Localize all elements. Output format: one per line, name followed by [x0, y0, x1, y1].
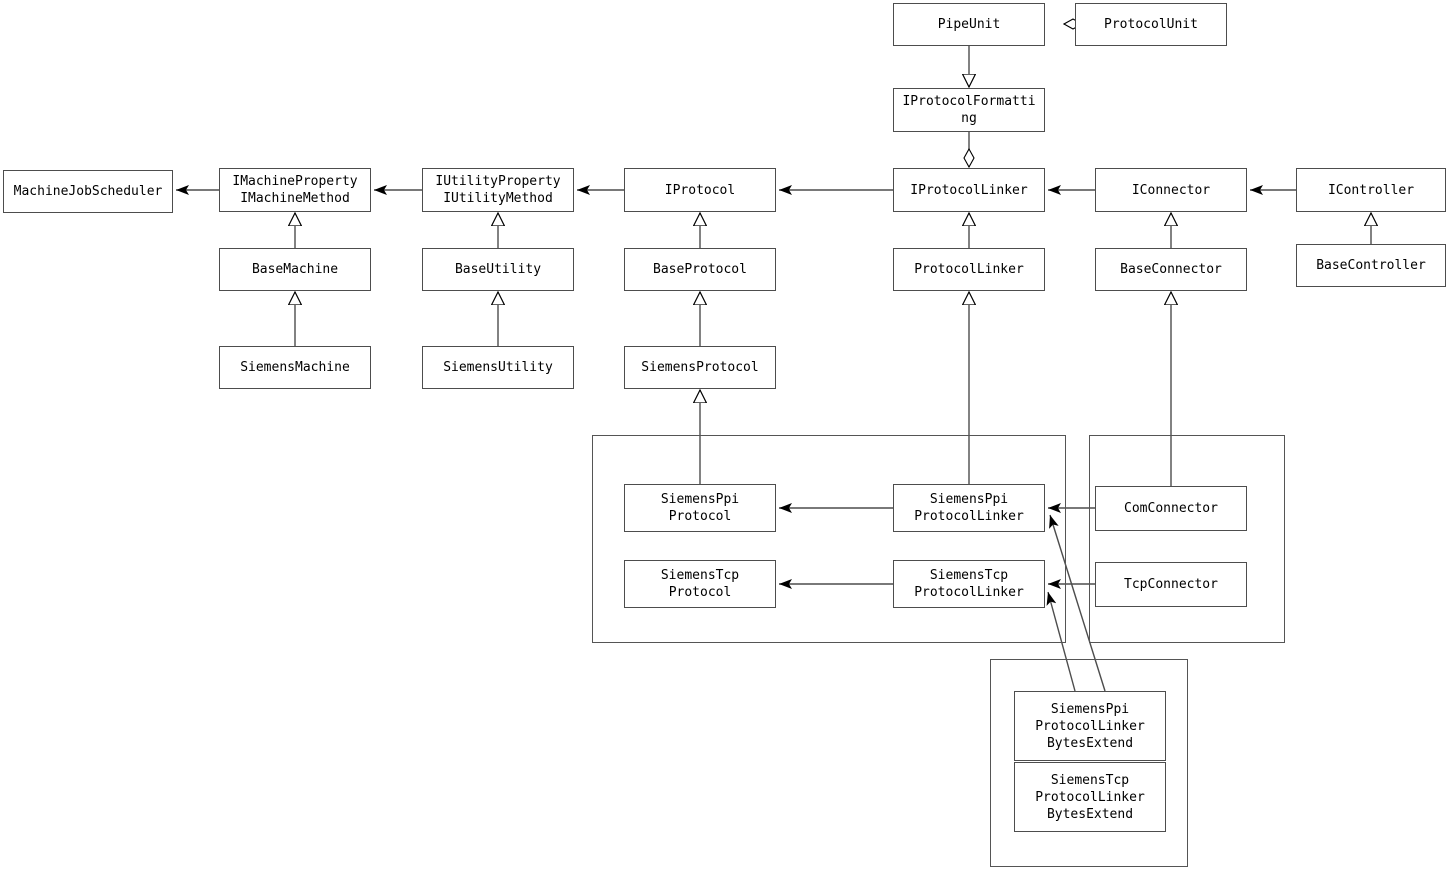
class-box-base-controller[interactable]: BaseController: [1296, 244, 1446, 287]
group-protocol-implementations: [592, 435, 1066, 643]
class-box-siemens-tcp-protocol[interactable]: SiemensTcp Protocol: [624, 560, 776, 608]
group-connector-implementations: [1089, 435, 1285, 643]
class-box-siemens-tcp-protocol-linker[interactable]: SiemensTcp ProtocolLinker: [893, 560, 1045, 608]
class-box-tcp-connector[interactable]: TcpConnector: [1095, 562, 1247, 607]
class-box-iprotocol-linker[interactable]: IProtocolLinker: [893, 168, 1045, 212]
class-box-siemens-ppi-protocol-linker-bytes-extend[interactable]: SiemensPpi ProtocolLinker BytesExtend: [1014, 691, 1166, 761]
class-box-pipe-unit[interactable]: PipeUnit: [893, 3, 1045, 46]
class-box-protocol-unit[interactable]: ProtocolUnit: [1075, 3, 1227, 46]
class-box-iutility-property[interactable]: IUtilityProperty IUtilityMethod: [422, 168, 574, 212]
class-box-base-connector[interactable]: BaseConnector: [1095, 248, 1247, 291]
class-box-iprotocol-formatting[interactable]: IProtocolFormatti ng: [893, 88, 1045, 132]
class-box-protocol-linker[interactable]: ProtocolLinker: [893, 248, 1045, 291]
class-box-base-protocol[interactable]: BaseProtocol: [624, 248, 776, 291]
class-box-base-machine[interactable]: BaseMachine: [219, 248, 371, 291]
class-box-machine-job-scheduler[interactable]: MachineJobScheduler: [3, 170, 173, 213]
class-box-imachine-property[interactable]: IMachineProperty IMachineMethod: [219, 168, 371, 212]
class-box-siemens-machine[interactable]: SiemensMachine: [219, 346, 371, 389]
class-box-siemens-ppi-protocol-linker[interactable]: SiemensPpi ProtocolLinker: [893, 484, 1045, 532]
class-box-siemens-protocol[interactable]: SiemensProtocol: [624, 346, 776, 389]
class-box-siemens-tcp-protocol-linker-bytes-extend[interactable]: SiemensTcp ProtocolLinker BytesExtend: [1014, 762, 1166, 832]
class-box-base-utility[interactable]: BaseUtility: [422, 248, 574, 291]
class-box-iconnector[interactable]: IConnector: [1095, 168, 1247, 212]
class-box-iprotocol[interactable]: IProtocol: [624, 168, 776, 212]
class-box-com-connector[interactable]: ComConnector: [1095, 486, 1247, 531]
class-box-siemens-ppi-protocol[interactable]: SiemensPpi Protocol: [624, 484, 776, 532]
class-box-siemens-utility[interactable]: SiemensUtility: [422, 346, 574, 389]
class-box-icontroller[interactable]: IController: [1296, 168, 1446, 212]
